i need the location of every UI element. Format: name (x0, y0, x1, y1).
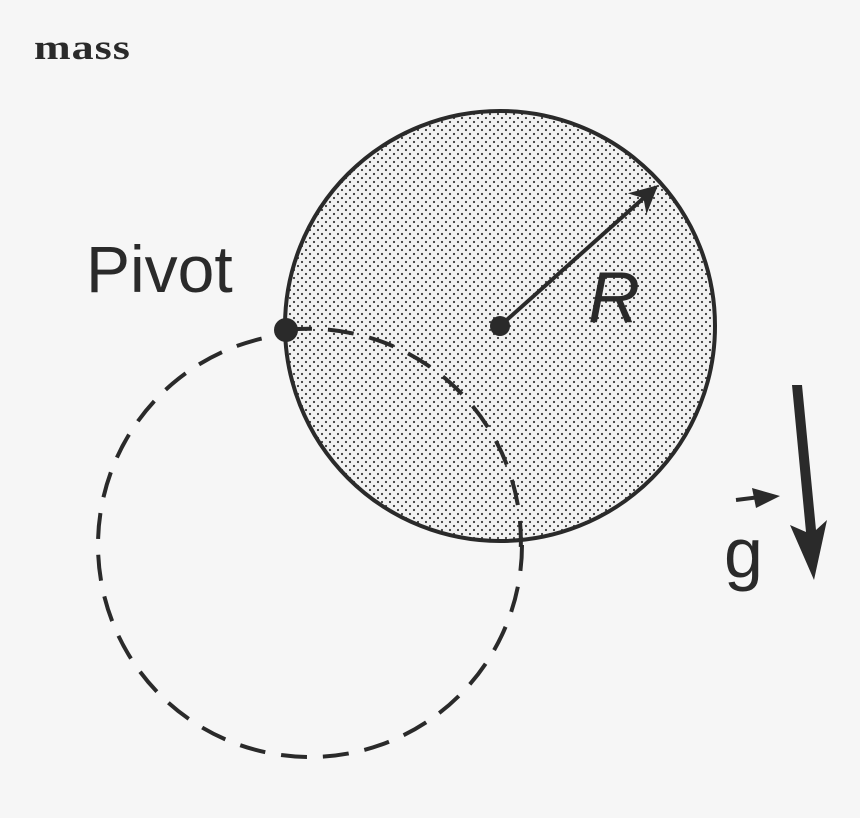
gravity-arrow (790, 385, 827, 580)
radius-label: R (588, 258, 640, 338)
dashed-arc-overlay (285, 326, 523, 561)
vector-arrow-icon (735, 488, 780, 508)
radius-arrow (498, 185, 659, 328)
pivot-label: Pivot (86, 232, 233, 306)
gravity-label: g (724, 514, 763, 592)
pivot-point (274, 318, 298, 342)
header-text-fragment: mass (34, 27, 131, 67)
center-point (490, 316, 510, 336)
